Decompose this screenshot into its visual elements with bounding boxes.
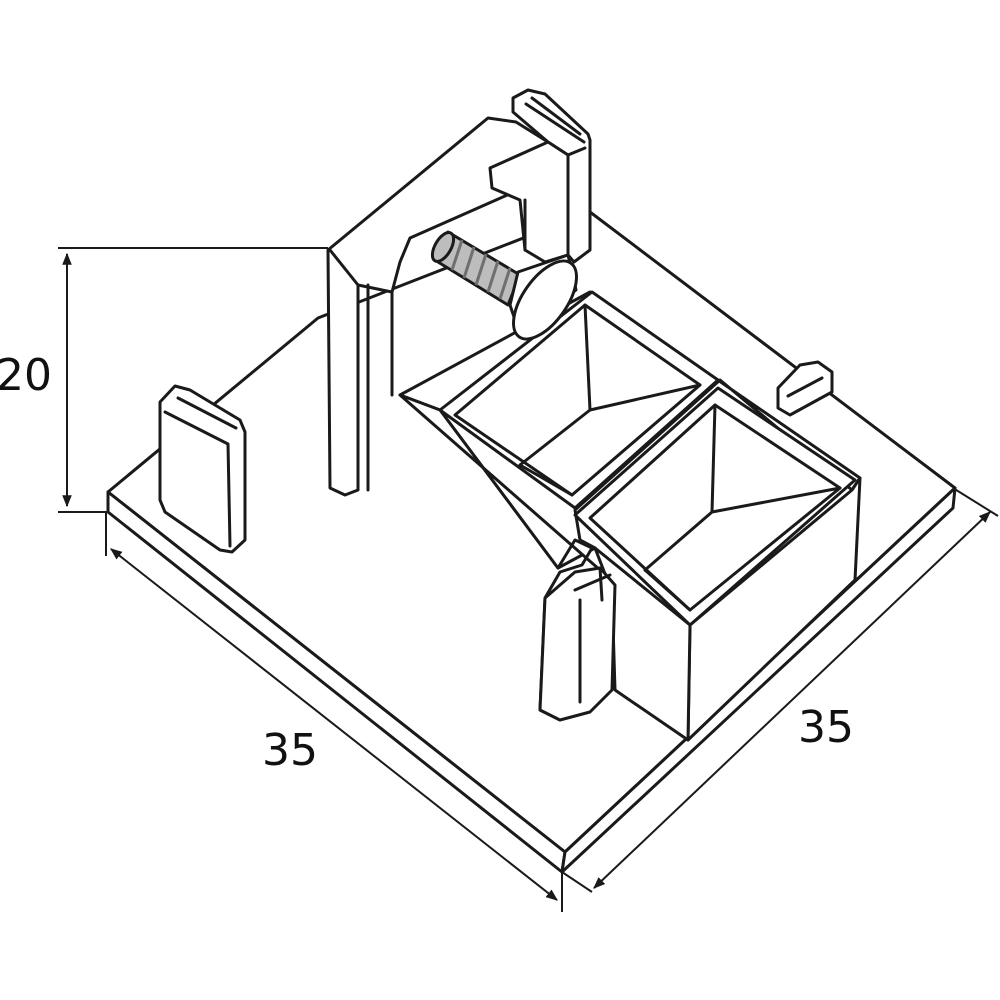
height-label: 20: [0, 350, 52, 401]
width-right-extension-end: [952, 487, 999, 517]
front-clip: [538, 566, 617, 722]
width-right-label: 35: [798, 702, 854, 753]
left-clip: [158, 384, 247, 554]
width-left-dimension-line: [110, 548, 558, 901]
right-clip: [776, 360, 834, 417]
screw: [430, 230, 578, 341]
width-left-label: 35: [262, 725, 318, 776]
top-clip: [511, 88, 592, 264]
rear-wall: [326, 116, 550, 497]
width-right-dimension-line: [593, 511, 991, 889]
width-right-extension-start: [561, 871, 593, 893]
